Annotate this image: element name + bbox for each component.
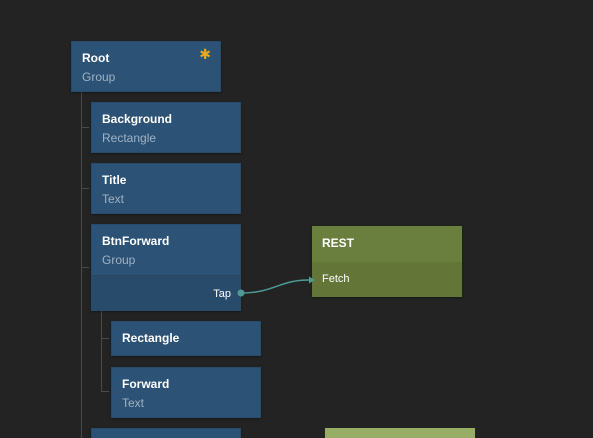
node-title[interactable]: Title Text [91,163,241,214]
fetch-input-port-label: Fetch [322,273,350,285]
node-rectangle-name: Rectangle [122,331,180,345]
node-background-name: Background [102,112,173,126]
tree-line-rectangle-connector [101,338,109,339]
node-forward-type: Text [122,396,145,410]
node-title-name: Title [102,173,127,187]
tap-output-port-label: Tap [213,288,231,300]
node-root-type: Group [82,70,116,84]
node-rest-title: REST [322,236,355,250]
node-background[interactable]: Background Rectangle [91,102,241,153]
node-forward[interactable]: Forward Text [111,367,261,418]
tree-line-background-connector [81,127,89,128]
node-rectangle[interactable]: Rectangle [111,321,261,356]
tree-line-btnforward-connector [81,267,89,268]
node-root-name: Root [82,51,110,65]
node-background-type: Rectangle [102,131,157,145]
node-btnforward[interactable]: BtnForward Group Tap [91,224,241,311]
tree-line-level1-vertical [81,92,82,438]
rest-input-port-row[interactable]: Fetch [312,262,462,297]
node-partial-bottom[interactable] [91,428,241,438]
tree-line-level2-vertical [101,311,102,392]
node-partial-green-bottom[interactable] [325,428,475,438]
node-rest[interactable]: REST Fetch [312,226,462,297]
node-btnforward-name: BtnForward [102,234,170,248]
tree-line-forward-connector [101,391,109,392]
tree-line-title-connector [81,188,89,189]
node-forward-name: Forward [122,377,170,391]
root-marker-icon: ✱ [199,46,211,62]
node-title-type: Text [102,192,125,206]
node-btnforward-type: Group [102,253,136,267]
node-root[interactable]: Root Group ✱ [71,41,221,92]
btnforward-output-port-row[interactable]: Tap [92,275,240,310]
